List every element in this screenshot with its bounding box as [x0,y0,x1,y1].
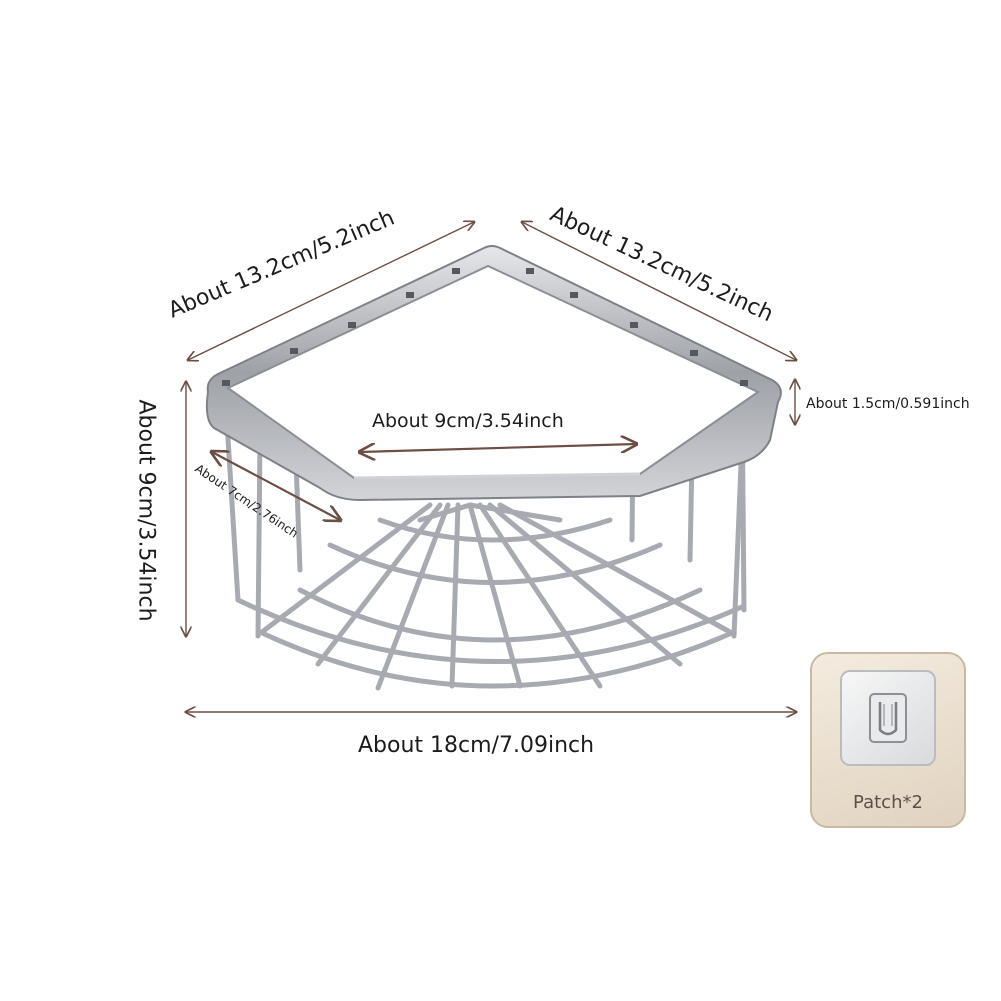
patch-caption: Patch*2 [853,792,923,813]
arrow-top-right [522,222,796,360]
arrow-inner-depth [212,452,340,520]
arrow-inner-width [360,444,636,452]
adhesive-hook-patch-icon [869,693,907,743]
dimension-label-inner-width: About 9cm/3.54inch [372,410,564,432]
dimension-label-rim-height: About 1.5cm/0.591inch [806,396,970,412]
adhesive-patch [840,670,936,766]
patch-accessory-card: Patch*2 [810,652,966,828]
arrow-top-left [188,222,474,360]
dimension-arrows [186,222,796,712]
dimension-label-height: About 9cm/3.54inch [133,399,159,622]
dimension-label-bottom-width: About 18cm/7.09inch [358,733,595,758]
